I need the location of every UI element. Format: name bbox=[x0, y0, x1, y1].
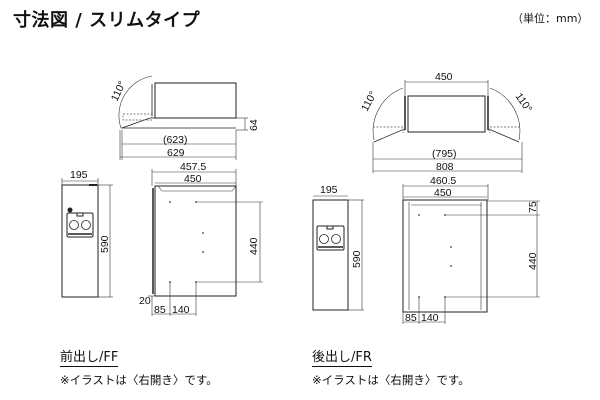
ff-depth-label: 64 bbox=[248, 119, 260, 131]
fr-left-offset-label: 85 bbox=[405, 312, 417, 324]
ff-hole-pitch-v-label: 440 bbox=[248, 237, 260, 255]
fr-outer-width-label: 460.5 bbox=[430, 175, 456, 187]
ff-front-view: 457.5 450 440 20 85 140 bbox=[139, 161, 263, 316]
ff-side-height-label: 590 bbox=[99, 235, 111, 253]
ff-left-offset-label: 85 bbox=[154, 304, 166, 316]
fr-note: ※イラストは〈右開き〉です。 bbox=[312, 373, 470, 387]
ff-total-width-label: 629 bbox=[167, 147, 185, 159]
fr-hole-pitch-v-label: 440 bbox=[527, 252, 539, 270]
ff-variant-label: 前出し/FF bbox=[60, 346, 119, 367]
fr-side-width-label: 195 bbox=[320, 184, 338, 196]
page-title: 寸法図 / スリムタイプ bbox=[13, 10, 201, 31]
ff-hole-pitch-h-label: 140 bbox=[172, 304, 190, 316]
fr-angle-left-label: 110° bbox=[359, 89, 379, 113]
fr-variant-label: 後出し/FR bbox=[312, 346, 372, 367]
fr-top-view: 450 110° 110° (795) 808 bbox=[359, 71, 534, 173]
fr-side-view: 195 590 bbox=[312, 184, 364, 311]
ff-width-label: 450 bbox=[184, 173, 202, 185]
fr-inner-width-label: (795) bbox=[432, 148, 457, 160]
unit-label: （単位：mm） bbox=[512, 12, 589, 25]
ff-outer-width-label: 457.5 bbox=[180, 161, 206, 173]
fr-width-label-front: 450 bbox=[434, 187, 452, 199]
ff-top-view: 110° 64 (623) 629 bbox=[109, 75, 260, 160]
fr-top-offset-label: 75 bbox=[527, 201, 539, 213]
ff-bottom-offset-label: 20 bbox=[139, 295, 151, 307]
fr-total-width-label: 808 bbox=[436, 161, 454, 173]
ff-side-view: 195 590 bbox=[61, 169, 113, 298]
fr-side-height-label: 590 bbox=[351, 250, 363, 268]
ff-angle-label: 110° bbox=[109, 79, 129, 103]
fr-hole-pitch-h-label: 140 bbox=[421, 312, 439, 324]
ff-inner-width-label: (623) bbox=[163, 134, 188, 146]
fr-width-label: 450 bbox=[435, 71, 453, 83]
fr-front-view: 460.5 450 75 440 85 140 bbox=[402, 175, 540, 324]
ff-note: ※イラストは〈右開き〉です。 bbox=[60, 373, 218, 387]
fr-angle-right-label: 110° bbox=[513, 91, 535, 115]
ff-side-width-label: 195 bbox=[70, 169, 88, 181]
